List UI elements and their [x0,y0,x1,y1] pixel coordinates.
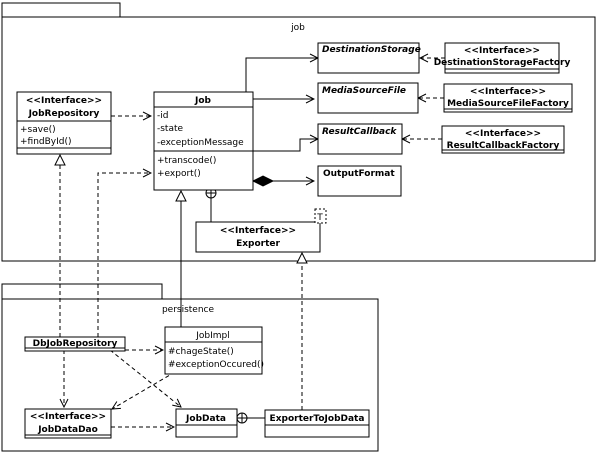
class-exporter[interactable]: <<Interface>> Exporter T [195,208,327,253]
class-name: JobDataDao [37,425,98,435]
attribute: -exceptionMessage [157,138,244,148]
method: +findById() [20,137,72,147]
class-job-impl[interactable]: JobImpl #chageState() #exceptionOccured(… [164,326,264,375]
generic-parameter-box [314,208,327,224]
class-name: OutputFormat [323,169,395,179]
class-job-data-dao[interactable]: <<Interface>> JobDataDao [24,408,112,439]
package-job-label: job [290,23,305,33]
method: +transcode() [157,156,216,166]
class-destination-storage-factory[interactable]: <<Interface>> DestinationStorageFactory [434,42,571,74]
class-db-job-repository[interactable]: DbJobRepository [24,336,126,352]
class-name: DbJobRepository [33,339,118,349]
method: #chageState() [168,347,234,357]
class-output-format[interactable]: OutputFormat [317,165,402,197]
class-job-data[interactable]: JobData [175,408,238,438]
class-exporter-to-job-data[interactable]: ExporterToJobData [264,409,370,438]
class-name: ResultCallbackFactory [447,141,560,151]
generic-parameter: T [316,213,323,223]
package-persistence-label: persistence [162,305,215,315]
class-name: Job [194,96,212,106]
stereotype-label: <<Interface>> [464,46,540,56]
assoc-job-result-callback [253,139,318,152]
class-media-source-file[interactable]: MediaSourceFile [317,82,419,114]
class-result-callback[interactable]: ResultCallback [317,123,403,155]
class-name: JobRepository [28,109,100,119]
method: #exceptionOccured() [168,360,264,370]
package-persistence-tab [1,283,163,300]
class-name: JobImpl [195,331,230,341]
attribute: -state [157,124,184,134]
method: +export() [157,169,201,179]
connectors [60,58,445,427]
assoc-job-destination-storage [245,58,318,92]
dep-dbjobrepository-job [97,173,151,337]
class-destination-storage[interactable]: DestinationStorage [317,42,421,74]
package-job-tab [1,2,121,18]
class-name: MediaSourceFileFactory [447,99,569,109]
stereotype-label: <<Interface>> [220,226,296,236]
stereotype-label: <<Interface>> [30,412,106,422]
dep-dbjobrepository-jobdata [109,349,181,407]
class-name: JobData [185,414,226,424]
class-name: ExporterToJobData [270,414,365,424]
class-media-source-file-factory[interactable]: <<Interface>> MediaSourceFileFactory [443,83,573,113]
stereotype-label: <<Interface>> [26,96,102,106]
class-name: MediaSourceFile [322,86,406,96]
composition-diamond [251,175,275,187]
class-name: DestinationStorage [322,45,421,55]
stereotype-label: <<Interface>> [470,87,546,97]
class-name: ResultCallback [322,127,397,137]
class-job[interactable]: Job -id -state -exceptionMessage +transc… [153,91,254,191]
class-name: DestinationStorageFactory [434,58,571,68]
class-name: Exporter [236,239,280,249]
class-job-repository[interactable]: <<Interface>> JobRepository +save() +fin… [16,91,112,155]
method: +save() [20,125,56,135]
dep-jobimpl-jobdatadao [112,371,176,409]
stereotype-label: <<Interface>> [465,129,541,139]
attribute: -id [157,111,168,121]
class-result-callback-factory[interactable]: <<Interface>> ResultCallbackFactory [441,125,565,154]
